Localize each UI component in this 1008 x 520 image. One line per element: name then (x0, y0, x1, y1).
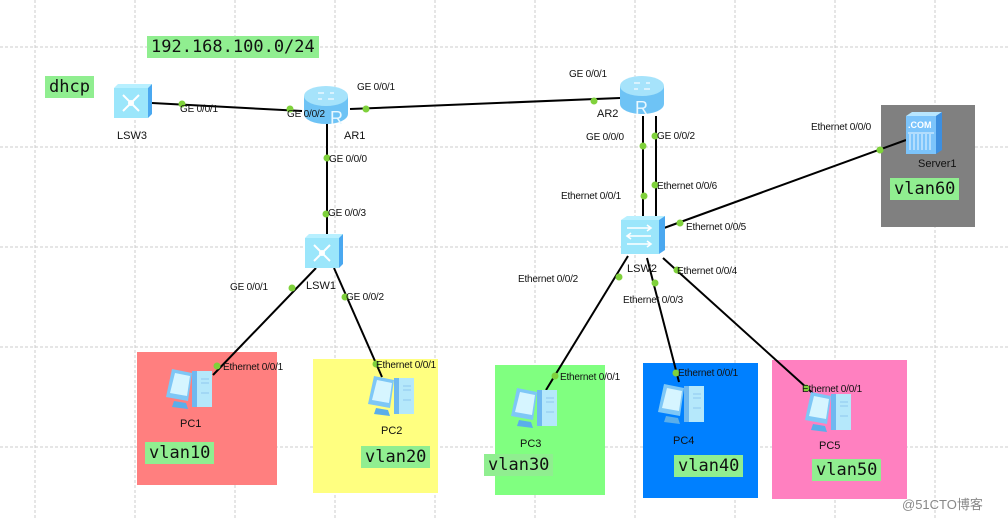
port-status-dot (651, 132, 659, 140)
port-label-lsw1-ge001: GE 0/0/1 (230, 282, 268, 293)
port-label-lsw1-ge003: GE 0/0/3 (328, 208, 366, 219)
vlan20-label: vlan20 (361, 446, 431, 468)
pc-icon[interactable] (164, 365, 218, 417)
port-status-dot (213, 362, 221, 370)
port-label-lsw2-eth005: Ethernet 0/0/5 (686, 222, 747, 233)
watermark: @51CTO博客 (902, 497, 983, 512)
link-lsw2-pc3[interactable] (545, 255, 629, 391)
device-label-pc1: PC1 (180, 418, 202, 430)
port-status-dot (362, 105, 370, 113)
l2-switch-icon[interactable] (619, 214, 667, 256)
vlan10-label: vlan10 (145, 442, 215, 464)
port-status-dot (639, 142, 647, 150)
pc-icon[interactable] (366, 372, 420, 424)
port-status-dot (322, 210, 330, 218)
port-status-dot (651, 279, 659, 287)
dhcp-label: dhcp (45, 76, 94, 98)
port-label-pc5-eth001: Ethernet 0/0/1 (802, 384, 863, 395)
device-label-lsw3: LSW3 (117, 130, 147, 142)
port-label-server1-eth000: Ethernet 0/0/0 (811, 122, 872, 133)
device-label-lsw1: LSW1 (306, 280, 336, 292)
vlan30-label: vlan30 (484, 454, 554, 476)
port-label-lsw2-eth001: Ethernet 0/0/1 (561, 191, 622, 202)
port-label-lsw3-ge001: GE 0/0/1 (180, 104, 218, 115)
device-label-pc4: PC4 (673, 435, 695, 447)
link-lsw2-server1[interactable] (663, 139, 907, 229)
subnet-label: 192.168.100.0/24 (147, 36, 319, 58)
port-label-lsw2-eth002: Ethernet 0/0/2 (518, 274, 579, 285)
link-lsw1-pc1[interactable] (212, 267, 317, 376)
port-label-ar2-ge001: GE 0/0/1 (569, 69, 607, 80)
port-label-lsw1-ge002: GE 0/0/2 (346, 292, 384, 303)
port-status-dot (640, 192, 648, 200)
port-label-ar1-ge002: GE 0/0/2 (287, 109, 325, 120)
vlan40-label: vlan40 (674, 455, 744, 477)
port-status-dot (178, 100, 186, 108)
port-status-dot (876, 146, 884, 154)
vlan50-label: vlan50 (812, 459, 882, 481)
port-label-lsw2-eth006: Ethernet 0/0/6 (657, 181, 718, 192)
server-icon[interactable]: .COM (904, 110, 944, 156)
device-label-pc2: PC2 (381, 425, 403, 437)
port-status-dot (323, 154, 331, 162)
port-status-dot (341, 293, 349, 301)
device-label-server1: Server1 (918, 158, 957, 170)
vlan60-label: vlan60 (890, 178, 960, 200)
router-icon[interactable]: R (302, 84, 350, 126)
link-lsw3-ar1[interactable] (151, 102, 303, 112)
port-label-ar1-ge001: GE 0/0/1 (357, 82, 395, 93)
port-status-dot (676, 219, 684, 227)
port-label-lsw2-eth004: Ethernet 0/0/4 (677, 266, 738, 277)
port-status-dot (288, 284, 296, 292)
l3-switch-icon[interactable] (301, 230, 346, 270)
link-ar1-ar2[interactable] (349, 97, 621, 110)
router-icon[interactable]: R (618, 74, 666, 116)
pc-icon[interactable] (509, 384, 563, 436)
pc-icon[interactable] (803, 388, 857, 440)
port-label-ar2-ge000: GE 0/0/0 (586, 132, 624, 143)
svg-text:R: R (635, 98, 648, 116)
device-label-pc3: PC3 (520, 438, 542, 450)
port-status-dot (551, 372, 559, 380)
port-label-lsw2-eth003: Ethernet 0/0/3 (623, 295, 684, 306)
link-lsw2-pc5[interactable] (662, 257, 819, 399)
link-lsw2-pc4[interactable] (646, 257, 680, 383)
port-label-ar2-ge002: GE 0/0/2 (657, 131, 695, 142)
port-label-ar1-ge000: GE 0/0/0 (329, 154, 367, 165)
device-label-ar2: AR2 (597, 108, 619, 120)
port-label-pc2-eth001: Ethernet 0/0/1 (376, 360, 437, 371)
port-status-dot (651, 181, 659, 189)
port-label-pc1-eth001: Ethernet 0/0/1 (223, 362, 284, 373)
port-status-dot (372, 360, 380, 368)
l3-switch-icon[interactable] (110, 80, 155, 120)
port-status-dot (615, 273, 623, 281)
port-status-dot (590, 97, 598, 105)
port-label-pc4-eth001: Ethernet 0/0/1 (678, 368, 739, 379)
svg-text:R: R (330, 108, 343, 126)
device-label-pc5: PC5 (819, 440, 841, 452)
port-label-pc3-eth001: Ethernet 0/0/1 (560, 372, 621, 383)
svg-text:.COM: .COM (908, 120, 932, 130)
pc-icon[interactable] (656, 380, 710, 432)
port-status-dot (673, 266, 681, 274)
port-status-dot (286, 105, 294, 113)
port-status-dot (802, 384, 810, 392)
device-label-lsw2: LSW2 (627, 263, 657, 275)
port-status-dot (672, 369, 680, 377)
link-lsw1-pc2[interactable] (333, 267, 383, 378)
device-label-ar1: AR1 (344, 130, 366, 142)
